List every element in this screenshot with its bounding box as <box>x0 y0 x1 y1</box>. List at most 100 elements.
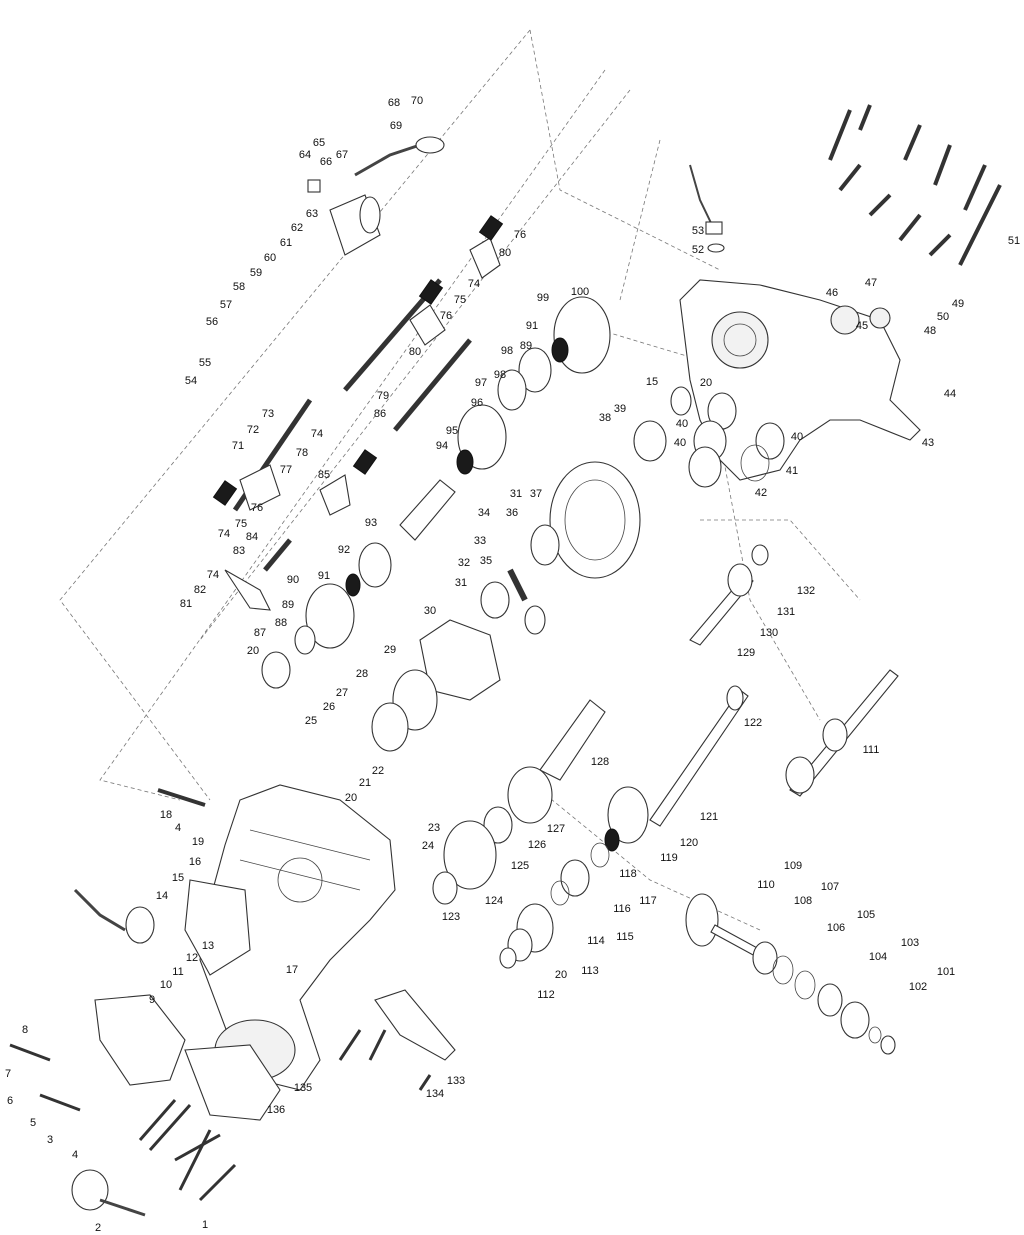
callout-label-9: 9 <box>148 994 156 1006</box>
callout-label-77: 77 <box>279 464 293 476</box>
callout-label-14: 14 <box>155 890 169 902</box>
callout-label-80: 80 <box>498 247 512 259</box>
callout-label-111: 111 <box>862 744 880 756</box>
callout-label-41: 41 <box>785 465 799 477</box>
callout-label-29: 29 <box>383 644 397 656</box>
callout-label-55: 55 <box>198 357 212 369</box>
callout-label-15: 15 <box>171 872 185 884</box>
callout-label-87: 87 <box>253 627 267 639</box>
callout-label-93: 93 <box>364 517 378 529</box>
callout-label-35: 35 <box>479 555 493 567</box>
alignment-lines <box>59 29 861 931</box>
callout-label-76: 76 <box>513 229 527 241</box>
callout-label-37: 37 <box>529 488 543 500</box>
callout-label-99: 99 <box>536 292 550 304</box>
callout-label-98: 98 <box>493 369 507 381</box>
lower-gears <box>432 766 649 969</box>
callout-label-19: 19 <box>191 836 205 848</box>
callout-label-124: 124 <box>484 895 504 907</box>
callout-label-18: 18 <box>159 809 173 821</box>
callout-label-27: 27 <box>335 687 349 699</box>
callout-label-58: 58 <box>232 281 246 293</box>
callout-label-109: 109 <box>783 860 803 872</box>
callout-label-103: 103 <box>900 937 920 949</box>
callout-label-104: 104 <box>868 951 888 963</box>
callout-label-50: 50 <box>936 311 950 323</box>
callout-label-89: 89 <box>519 340 533 352</box>
callout-label-51: 51 <box>1007 235 1021 247</box>
callout-label-39: 39 <box>613 403 627 415</box>
callout-label-54: 54 <box>184 375 198 387</box>
callout-label-15: 15 <box>645 376 659 388</box>
callout-label-123: 123 <box>441 911 461 923</box>
callout-label-61: 61 <box>279 237 293 249</box>
callout-label-118: 118 <box>619 868 637 880</box>
shift-forks <box>212 215 504 611</box>
callout-label-20: 20 <box>699 377 713 389</box>
callout-label-2: 2 <box>94 1222 102 1234</box>
right-housing <box>679 279 921 481</box>
callout-label-43: 43 <box>921 437 935 449</box>
callout-label-20: 20 <box>554 969 568 981</box>
callout-label-16: 16 <box>188 856 202 868</box>
callout-label-44: 44 <box>943 388 957 400</box>
callout-label-91: 91 <box>317 570 331 582</box>
callout-label-66: 66 <box>319 156 333 168</box>
callout-label-40: 40 <box>675 418 689 430</box>
callout-label-101: 101 <box>936 966 956 978</box>
callout-label-65: 65 <box>312 137 326 149</box>
callout-label-67: 67 <box>335 149 349 161</box>
callout-label-7: 7 <box>4 1068 12 1080</box>
callout-label-1: 1 <box>201 1219 209 1231</box>
callout-label-12: 12 <box>185 952 199 964</box>
callout-label-57: 57 <box>219 299 233 311</box>
callout-label-8: 8 <box>21 1024 29 1036</box>
callout-label-45: 45 <box>855 320 869 332</box>
callout-label-119: 119 <box>660 852 678 864</box>
callout-label-49: 49 <box>951 298 965 310</box>
sensor-53 <box>689 164 725 253</box>
callout-label-71: 71 <box>231 440 245 452</box>
shift-drum-63 <box>307 136 445 256</box>
callout-label-26: 26 <box>322 701 336 713</box>
callout-label-22: 22 <box>371 765 385 777</box>
callout-label-38: 38 <box>598 412 612 424</box>
shaft-gears-upper <box>261 296 611 689</box>
callout-label-25: 25 <box>304 715 318 727</box>
callout-label-96: 96 <box>470 397 484 409</box>
left-bolts <box>9 1029 432 1202</box>
callout-label-110: 110 <box>757 879 775 891</box>
callout-label-76: 76 <box>250 502 264 514</box>
callout-label-114: 114 <box>587 935 605 947</box>
callout-label-53: 53 <box>691 225 705 237</box>
callout-label-125: 125 <box>510 860 530 872</box>
callout-label-106: 106 <box>826 922 846 934</box>
callout-label-83: 83 <box>232 545 246 557</box>
callout-label-63: 63 <box>305 208 319 220</box>
left-cover <box>71 788 456 1217</box>
callout-label-46: 46 <box>825 287 839 299</box>
callout-label-135: 135 <box>293 1082 313 1094</box>
callout-label-64: 64 <box>298 149 312 161</box>
callout-label-75: 75 <box>234 518 248 530</box>
callout-label-60: 60 <box>263 252 277 264</box>
callout-label-117: 117 <box>639 895 657 907</box>
callout-label-121: 121 <box>699 811 719 823</box>
differential-29 <box>371 568 546 752</box>
callout-label-81: 81 <box>179 598 193 610</box>
callout-label-97: 97 <box>474 377 488 389</box>
callout-label-134: 134 <box>425 1088 445 1100</box>
callout-label-90: 90 <box>286 574 300 586</box>
output-shaft-110 <box>685 893 896 1055</box>
callout-label-82: 82 <box>193 584 207 596</box>
main-shafts <box>539 544 899 827</box>
callout-label-3: 3 <box>46 1134 54 1146</box>
callout-label-36: 36 <box>505 507 519 519</box>
callout-label-79: 79 <box>376 390 390 402</box>
callout-label-13: 13 <box>201 940 215 952</box>
callout-label-129: 129 <box>736 647 756 659</box>
callout-label-80: 80 <box>408 346 422 358</box>
callout-label-56: 56 <box>205 316 219 328</box>
callout-label-85: 85 <box>317 469 331 481</box>
